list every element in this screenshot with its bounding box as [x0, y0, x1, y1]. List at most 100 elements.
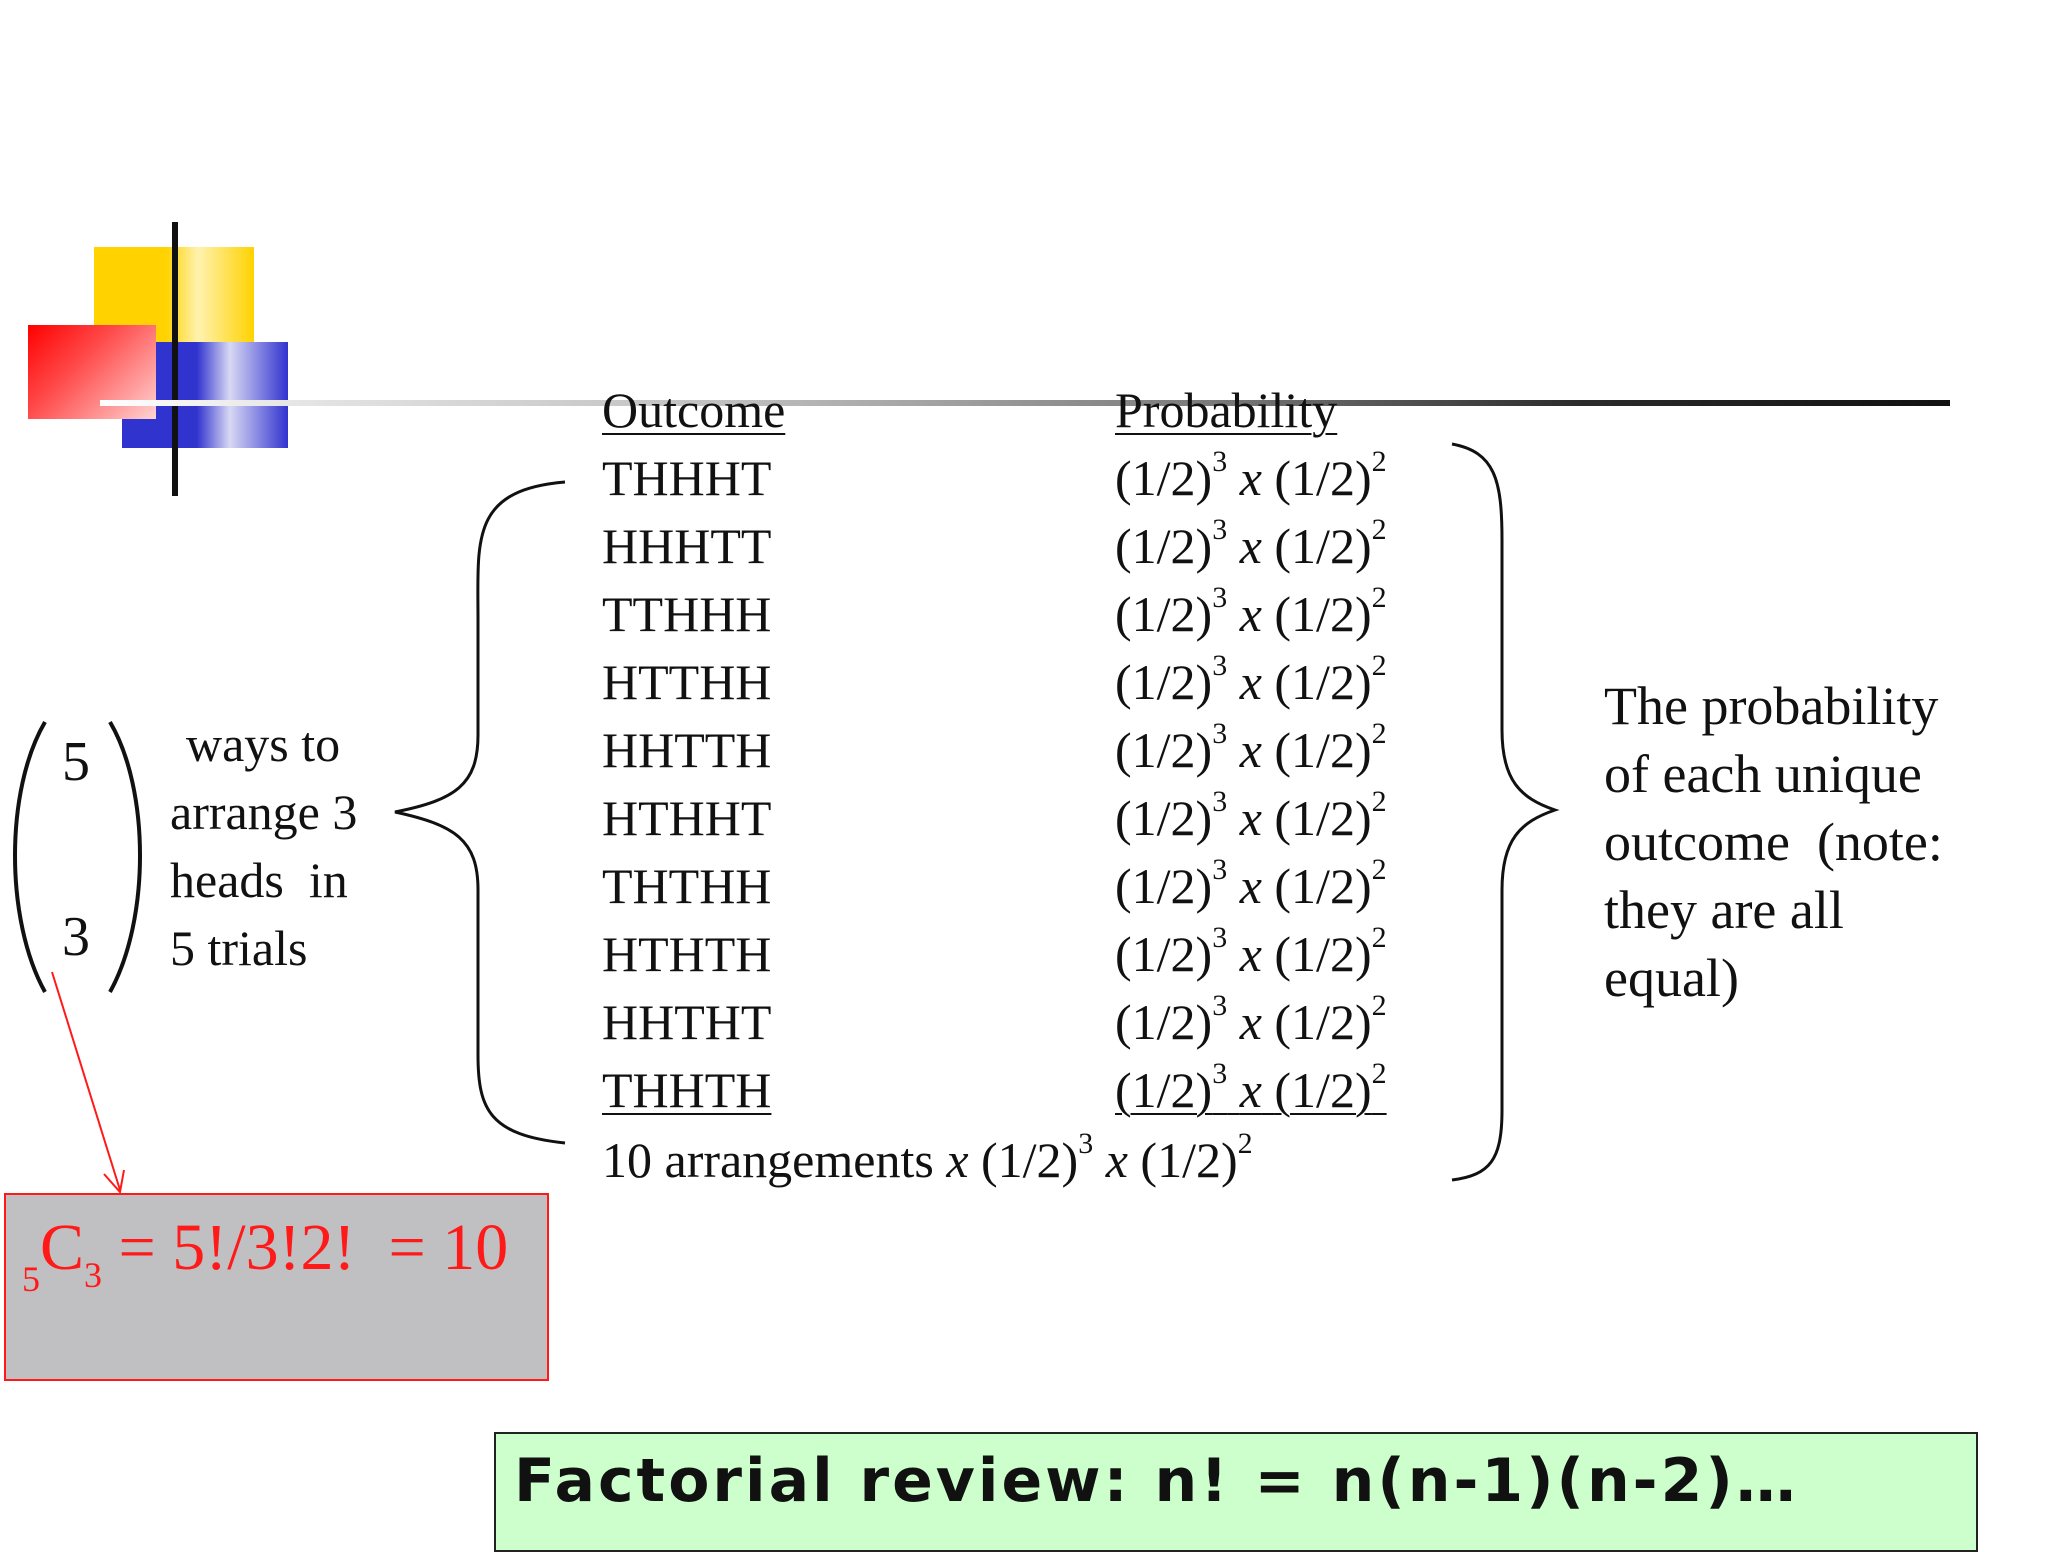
prob-base-2: (1/2) — [1274, 654, 1372, 710]
note-line-2: of each unique — [1604, 744, 1922, 804]
prob-exp-2: 2 — [1371, 1057, 1387, 1091]
prob-exp-1: 3 — [1212, 445, 1228, 479]
outcome-row: HHTHT — [602, 994, 772, 1050]
prob-times: x — [1239, 654, 1262, 710]
outcome-row: THTHH — [602, 858, 772, 914]
prob-times: x — [1239, 994, 1262, 1050]
probability-row: (1/2)3 x (1/2)2 — [1115, 716, 1387, 784]
outcome-row: HHTTH — [602, 722, 772, 778]
outcome-row: HTHHT — [602, 790, 772, 846]
prob-exp-2: 2 — [1371, 445, 1387, 479]
prob-base-1: (1/2) — [1115, 450, 1213, 506]
prob-exp-2: 2 — [1371, 717, 1387, 751]
outcome-row: TTHHH — [602, 586, 772, 642]
note-line-4: they are all — [1604, 880, 1844, 940]
binomial-right-paren — [108, 720, 142, 993]
prob-base-1: (1/2) — [1115, 994, 1213, 1050]
probability-row: (1/2)3 x (1/2)2 — [1115, 1056, 1387, 1124]
combination-formula-box — [4, 1193, 549, 1381]
probability-row: (1/2)3 x (1/2)2 — [1115, 784, 1387, 852]
probability-row: (1/2)3 x (1/2)2 — [1115, 988, 1387, 1056]
probability-row: (1/2)3 x (1/2)2 — [1115, 444, 1387, 512]
total-base-2: (1/2) — [1140, 1132, 1238, 1188]
left-curly-brace — [394, 480, 566, 1145]
prob-base-2: (1/2) — [1274, 1062, 1372, 1118]
prob-base-2: (1/2) — [1274, 586, 1372, 642]
prob-base-2: (1/2) — [1274, 858, 1372, 914]
prob-base-1: (1/2) — [1115, 586, 1213, 642]
outcome-row: HTHTH — [602, 926, 772, 982]
note-line-5: equal) — [1604, 948, 1739, 1008]
binomial-n: 5 — [62, 731, 90, 793]
prob-times: x — [1239, 790, 1262, 846]
probability-row: (1/2)3 x (1/2)2 — [1115, 920, 1387, 988]
prob-base-2: (1/2) — [1274, 518, 1372, 574]
title-divider-line — [100, 400, 1950, 406]
prob-base-1: (1/2) — [1115, 926, 1213, 982]
formula-rest: = 5!/3!2! = 10 — [102, 1211, 509, 1284]
prob-times: x — [1239, 1062, 1262, 1118]
binomial-left-paren — [13, 720, 47, 993]
prob-base-1: (1/2) — [1115, 790, 1213, 846]
outcome-row: HHHTT — [602, 518, 772, 574]
prob-times: x — [1239, 586, 1262, 642]
ways-line-4: 5 trials — [170, 920, 308, 976]
prob-exp-2: 2 — [1371, 853, 1387, 887]
probability-header: Probability — [1115, 382, 1338, 438]
formula-sub: 3 — [84, 1255, 103, 1295]
prob-times: x — [1239, 722, 1262, 778]
ways-line-2: arrange 3 — [170, 784, 358, 840]
total-prefix: 10 arrangements — [602, 1132, 934, 1188]
prob-exp-2: 2 — [1371, 581, 1387, 615]
total-base-1: (1/2) — [981, 1132, 1079, 1188]
prob-exp-2: 2 — [1371, 989, 1387, 1023]
probability-row: (1/2)3 x (1/2)2 — [1115, 580, 1387, 648]
note-line-1: The probability — [1604, 676, 1939, 736]
prob-exp-1: 3 — [1212, 853, 1228, 887]
ways-line-1: ways to — [186, 716, 341, 772]
probability-row: (1/2)3 x (1/2)2 — [1115, 648, 1387, 716]
outcome-row: HTTHH — [602, 654, 772, 710]
prob-base-2: (1/2) — [1274, 450, 1372, 506]
prob-base-1: (1/2) — [1115, 654, 1213, 710]
prob-times: x — [1239, 858, 1262, 914]
outcome-row: THHTH — [602, 1062, 772, 1118]
probability-row: (1/2)3 x (1/2)2 — [1115, 512, 1387, 580]
right-curly-brace — [1451, 442, 1560, 1182]
ways-line-3: heads in — [170, 852, 348, 908]
red-arrow-line — [51, 971, 121, 1191]
prob-exp-2: 2 — [1371, 649, 1387, 683]
prob-exp-1: 3 — [1212, 649, 1228, 683]
prob-exp-1: 3 — [1212, 581, 1228, 615]
prob-exp-1: 3 — [1212, 989, 1228, 1023]
total-times-1: x — [946, 1132, 969, 1188]
prob-times: x — [1239, 518, 1262, 574]
prob-exp-2: 2 — [1371, 921, 1387, 955]
prob-exp-1: 3 — [1212, 717, 1228, 751]
red-arrow-head — [103, 1169, 125, 1195]
prob-times: x — [1239, 450, 1262, 506]
binomial-k: 3 — [62, 906, 90, 968]
probability-note: The probability of each unique outcome (… — [1604, 672, 1943, 1012]
prob-base-2: (1/2) — [1274, 994, 1372, 1050]
prob-base-1: (1/2) — [1115, 518, 1213, 574]
prob-exp-1: 3 — [1212, 1057, 1228, 1091]
prob-exp-2: 2 — [1371, 785, 1387, 819]
prob-base-1: (1/2) — [1115, 1062, 1213, 1118]
prob-exp-2: 2 — [1371, 513, 1387, 547]
formula-pre-sub: 5 — [22, 1259, 40, 1299]
prob-exp-1: 3 — [1212, 785, 1228, 819]
ways-text: ways to arrange 3 heads in 5 trials — [170, 710, 357, 982]
note-line-3: outcome (note: — [1604, 812, 1943, 872]
total-arrangements-line: 10 arrangements x (1/2)3 x (1/2)2 — [602, 1126, 1253, 1194]
prob-exp-1: 3 — [1212, 513, 1228, 547]
prob-base-1: (1/2) — [1115, 722, 1213, 778]
formula-c: C — [40, 1211, 85, 1284]
prob-exp-1: 3 — [1212, 921, 1228, 955]
prob-base-2: (1/2) — [1274, 790, 1372, 846]
prob-times: x — [1239, 926, 1262, 982]
combination-formula: 5C3 = 5!/3!2! = 10 — [22, 1210, 509, 1299]
total-times-2: x — [1105, 1132, 1128, 1188]
